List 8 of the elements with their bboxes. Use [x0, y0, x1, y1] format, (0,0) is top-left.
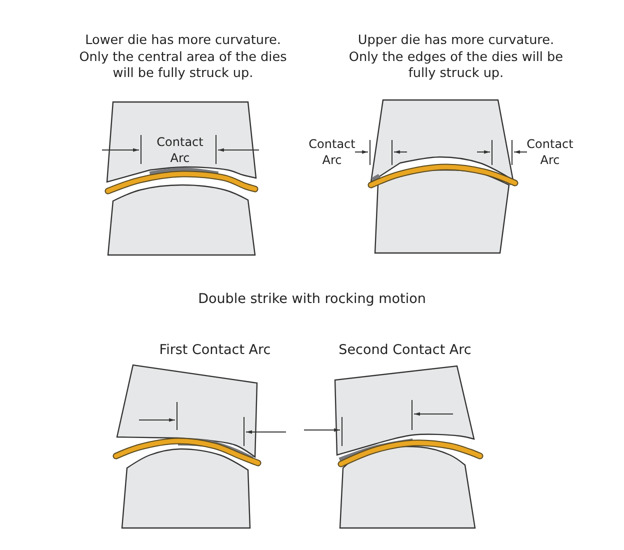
caption-text: Lower die has more curvature. Only the central area of the dies will be fully struck up.	[78, 33, 288, 83]
part-label: First Contact Arc	[158, 342, 272, 360]
part-label: Second Contact Arc	[338, 342, 472, 360]
part-label: Contact Arc	[526, 137, 574, 168]
caption-text: Upper die has more curvature. Only the edges of the dies will be fully struck up.	[348, 33, 564, 83]
part-label: Contact Arc	[308, 137, 356, 168]
section-heading: Double strike with rocking motion	[197, 291, 427, 309]
part-label: Contact Arc	[156, 135, 204, 166]
